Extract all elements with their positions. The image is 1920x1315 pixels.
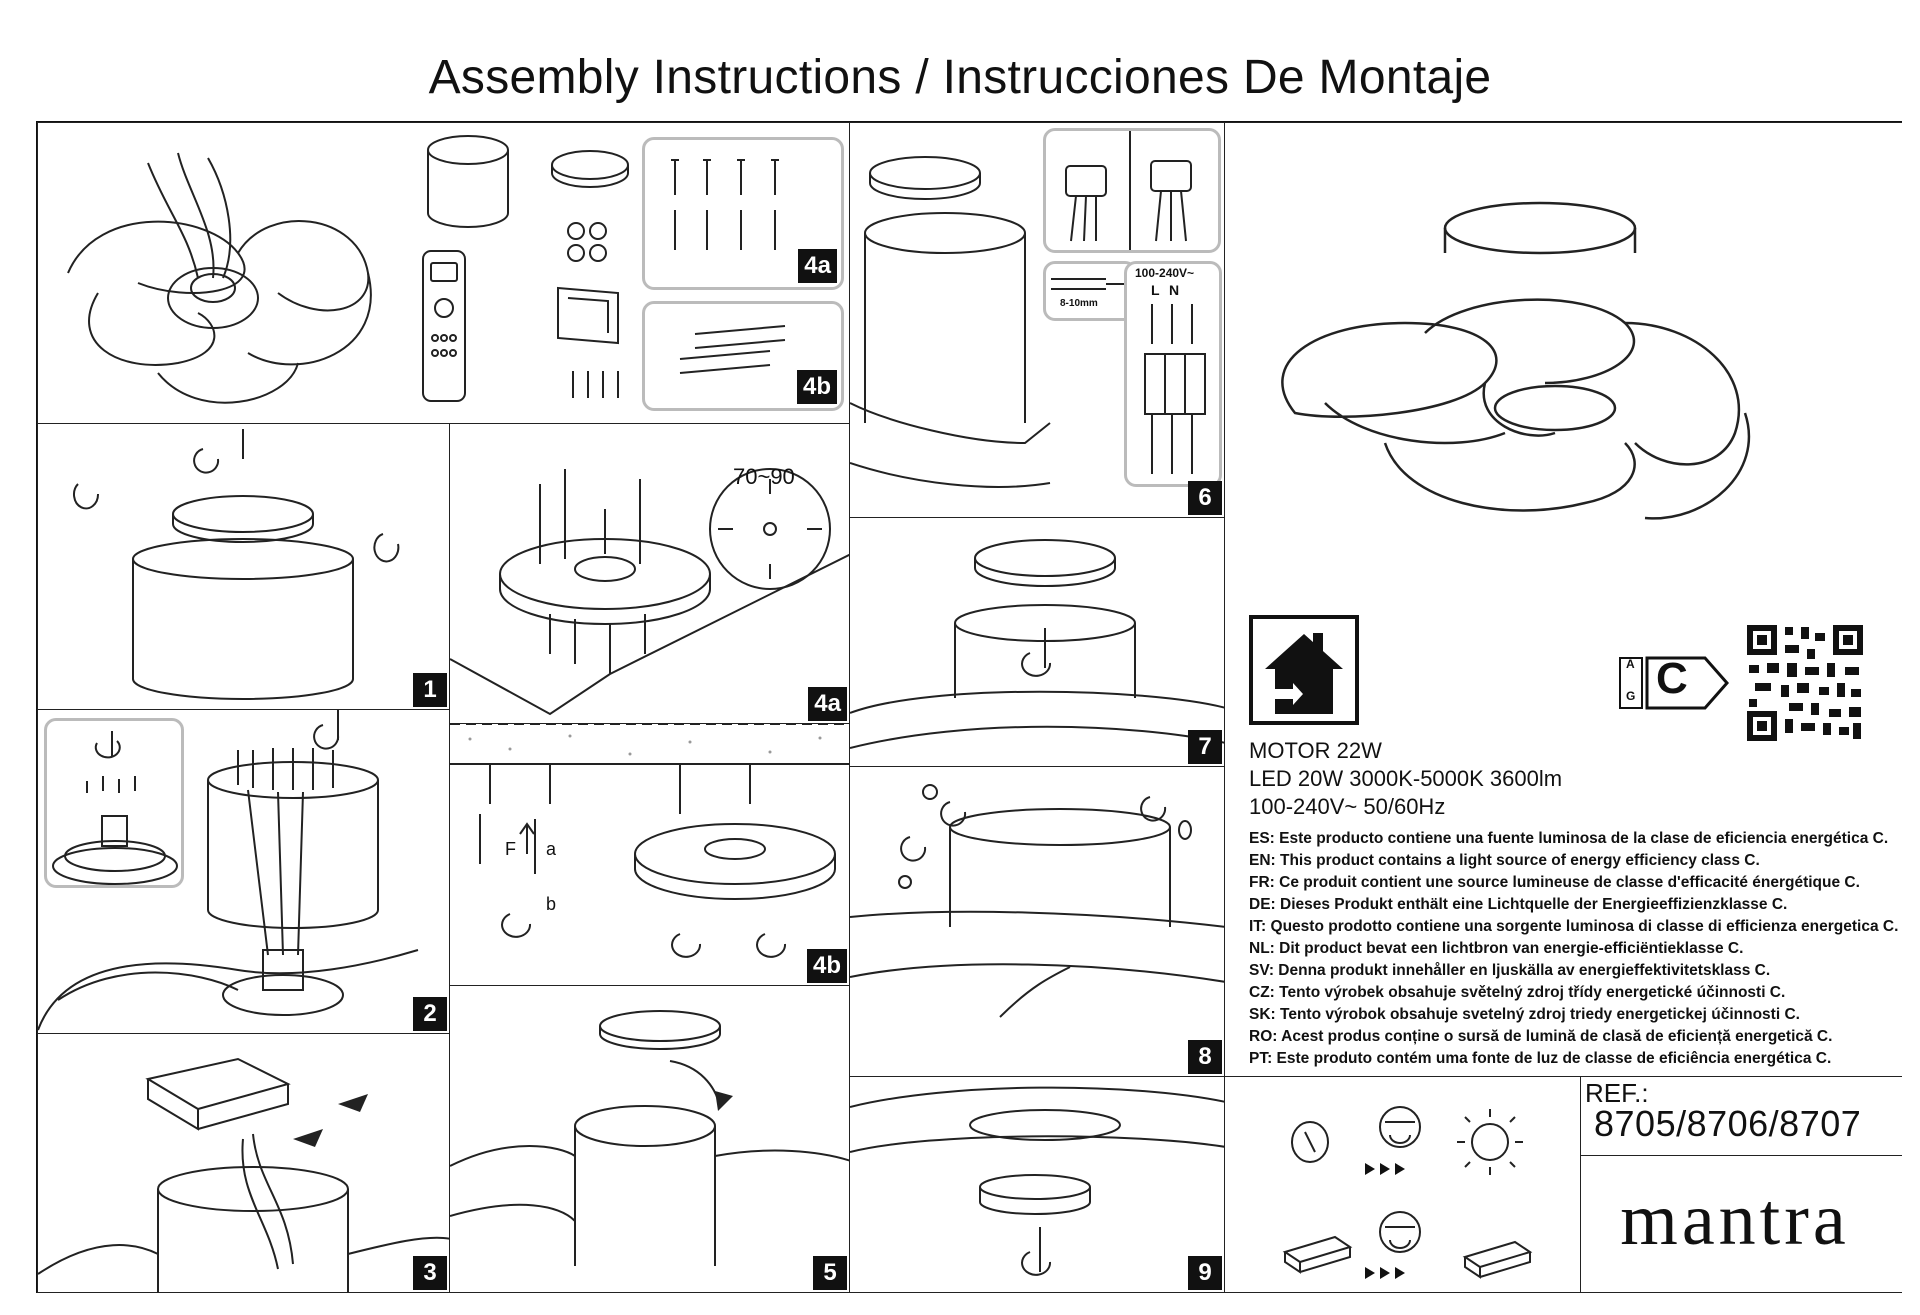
wiring-connection-drawing xyxy=(38,1057,449,1292)
energy-class-badge xyxy=(1619,656,1729,710)
terminal-n-label: N xyxy=(1169,282,1180,298)
ceiling-bracket-drawing xyxy=(450,468,849,716)
parts-panel: 4a 4b xyxy=(37,122,850,424)
part-label-4b: 4b xyxy=(796,370,837,404)
reference-panel xyxy=(1580,1076,1902,1156)
replaceable-parts-drawing xyxy=(1282,1106,1533,1279)
step-6-panel: 8-10mm 100-240V~ L N 6 xyxy=(849,122,1225,518)
fan-attach-drawing xyxy=(450,1010,849,1266)
document-title: Assembly Instructions / Instrucciones De… xyxy=(428,51,1492,104)
label-a: a xyxy=(546,839,557,859)
step-7-number: 7 xyxy=(1188,730,1222,764)
terminal-block-inset: 100-240V~ L N xyxy=(1124,261,1222,487)
indoor-use-icon-box xyxy=(1249,615,1359,725)
qr-code-icon xyxy=(1745,623,1865,743)
ceiling-drilling-drawing xyxy=(450,724,849,958)
step-1-number: 1 xyxy=(413,673,447,707)
wall-anchor-inset: 4a xyxy=(642,137,844,290)
label-f: F xyxy=(505,839,516,859)
step-3-panel: 3 xyxy=(37,1033,450,1293)
spec-motor: MOTOR 22W xyxy=(1249,738,1382,763)
assembled-lamp-drawing xyxy=(1281,201,1751,520)
anchors-screws-drawing xyxy=(671,159,779,250)
step-2-panel: 2 xyxy=(37,709,450,1034)
part-label-4a: 4a xyxy=(798,249,837,283)
energy-statement-de: DE: Dieses Produkt enthält eine Lichtque… xyxy=(1249,896,1788,913)
energy-class-letter: C xyxy=(1656,654,1688,703)
wire-strip-drawing xyxy=(1051,278,1131,290)
ceiling-anchor-inset: 4b xyxy=(642,301,844,411)
technician-icon xyxy=(1379,1106,1421,1253)
connector-press-drawing xyxy=(1065,131,1192,250)
terminal-voltage-label: 100-240V~ xyxy=(1135,266,1195,280)
energy-statement-it: IT: Questo prodotto contiene una sorgent… xyxy=(1249,918,1899,935)
energy-scale-top: A xyxy=(1626,657,1635,671)
reference-value: 8705/8706/8707 xyxy=(1594,1103,1862,1144)
energy-scale-bottom: G xyxy=(1626,689,1636,703)
fan-body-mount-drawing xyxy=(38,710,419,1031)
connector-inset-1 xyxy=(1043,128,1221,253)
step-2-inset xyxy=(44,718,184,888)
label-b: b xyxy=(546,894,557,914)
terminal-wiring-drawing xyxy=(850,156,1051,488)
canopy-detach-drawing xyxy=(73,429,400,700)
step-5-panel: 5 xyxy=(449,985,850,1293)
energy-statements-list: ES: Este producto contiene una fuente lu… xyxy=(1249,828,1899,1070)
energy-statement-nl: NL: Dit product bevat een lichtbron van … xyxy=(1249,940,1744,957)
terminal-block-drawing xyxy=(1144,304,1206,474)
led-icon xyxy=(1291,1120,1329,1164)
step-8-number: 8 xyxy=(1188,1040,1222,1074)
step-4b-number: 4b xyxy=(806,949,847,983)
step-6-number: 6 xyxy=(1188,481,1222,515)
energy-statement-sv: SV: Denna produkt innehåller en ljuskäll… xyxy=(1249,962,1771,979)
canopy-twist-drawing xyxy=(850,539,1224,749)
step-9-number: 9 xyxy=(1188,1256,1222,1290)
energy-statement-es: ES: Este producto contiene una fuente lu… xyxy=(1249,830,1889,847)
home-icon xyxy=(1265,633,1343,714)
drill-range-label: 70~90 xyxy=(733,464,795,489)
service-icons-panel xyxy=(1224,1076,1581,1293)
wire-strip-inset: 8-10mm xyxy=(1043,261,1137,321)
terminal-l-label: L xyxy=(1151,282,1160,298)
energy-statement-sk: SK: Tento výrobok obsahuje svetelný zdro… xyxy=(1249,1006,1800,1023)
step-4a-number: 4a xyxy=(808,687,847,721)
step-8-panel: 8 xyxy=(849,766,1225,1077)
fan-lamp-parts-drawing xyxy=(67,135,629,404)
energy-statement-en: EN: This product contains a light source… xyxy=(1249,852,1760,869)
step-1-panel: 1 xyxy=(37,423,450,710)
energy-statement-ro: RO: Acest produs conține o sursă de lumi… xyxy=(1249,1028,1833,1045)
expansion-bolts-drawing xyxy=(679,325,786,374)
step-3-number: 3 xyxy=(413,1256,447,1290)
brand-logo: mantra xyxy=(1620,1179,1850,1261)
product-info-panel: A G C xyxy=(1224,122,1902,1078)
energy-statement-pt: PT: Este produto contém uma fonte de luz… xyxy=(1249,1050,1832,1067)
step-2-number: 2 xyxy=(413,997,447,1031)
mounting-screws-inset-drawing xyxy=(52,731,178,885)
step-4b-panel: F a b 4b xyxy=(449,723,850,986)
step-4a-panel: 70~90 4a xyxy=(449,423,850,724)
energy-statement-cz: CZ: Tento výrobek obsahuje světelný zdro… xyxy=(1249,984,1786,1001)
brand-panel xyxy=(1580,1155,1902,1293)
strip-length-label: 8-10mm xyxy=(1060,298,1098,309)
spec-voltage: 100-240V~ 50/60Hz xyxy=(1249,794,1446,819)
step-9-panel: 9 xyxy=(849,1076,1225,1293)
energy-statement-fr: FR: Ce produit contient une source lumin… xyxy=(1249,874,1860,891)
step-5-number: 5 xyxy=(813,1256,847,1290)
driver-icon xyxy=(1282,1235,1533,1279)
spec-led: LED 20W 3000K-5000K 3600lm xyxy=(1249,766,1563,791)
cover-install-drawing xyxy=(850,1086,1224,1276)
reference-label: REF.: xyxy=(1585,1078,1649,1108)
canopy-lock-drawing xyxy=(850,784,1224,1018)
step-7-panel: 7 xyxy=(849,517,1225,767)
